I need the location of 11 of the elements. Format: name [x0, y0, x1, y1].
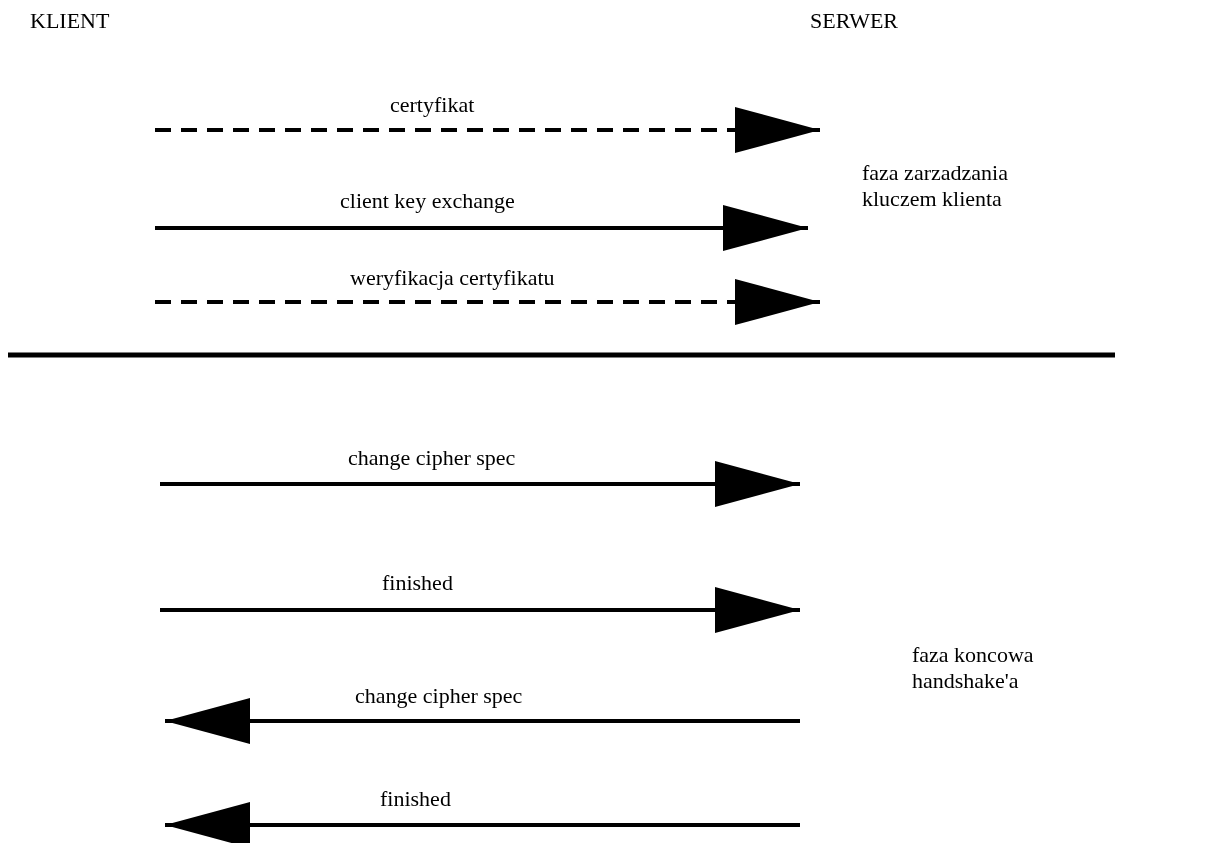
message-label: change cipher spec: [348, 445, 516, 471]
message-label: change cipher spec: [355, 683, 523, 709]
message-label: weryfikacja certyfikatu: [350, 265, 555, 291]
participant-heading: KLIENT: [30, 8, 110, 34]
message-label: finished: [382, 570, 453, 596]
phase-label: faza zarzadzania kluczem klienta: [862, 160, 1009, 212]
message-label: finished: [380, 786, 451, 812]
phase-label: faza koncowa handshake'a: [912, 642, 1035, 694]
message-label: certyfikat: [390, 92, 475, 118]
message-label: client key exchange: [340, 188, 515, 214]
participant-heading: SERWER: [810, 8, 898, 34]
